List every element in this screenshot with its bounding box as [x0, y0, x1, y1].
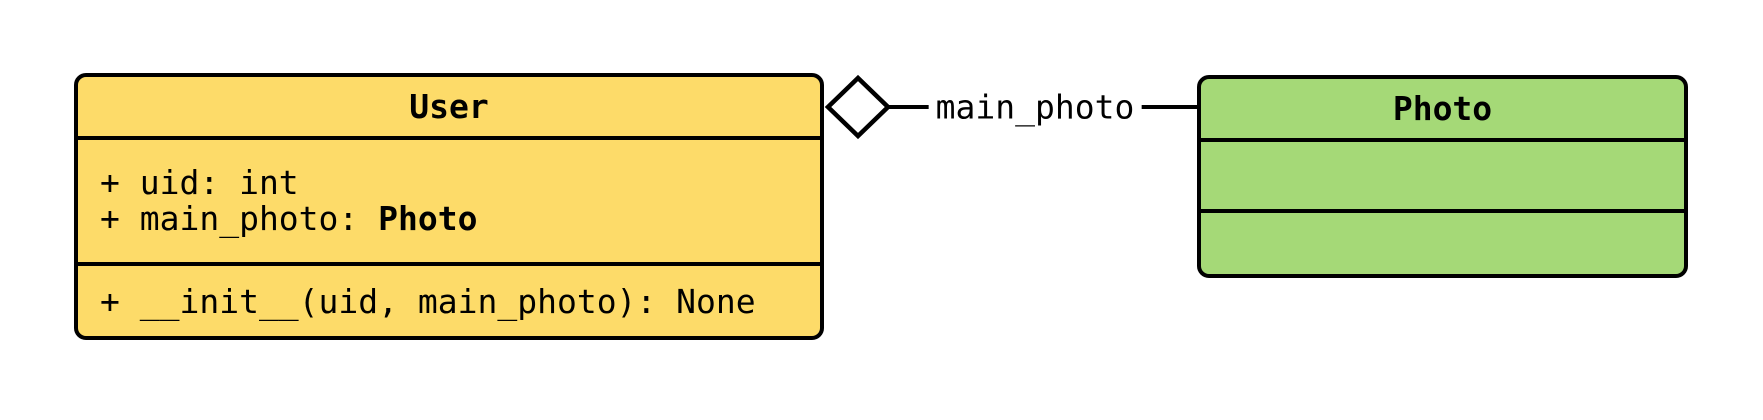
- relationship-label[interactable]: main_photo: [928, 87, 1142, 127]
- class-node-user[interactable]: User + uid: int + main_photo: Photo + __…: [74, 73, 824, 340]
- class-node-photo[interactable]: Photo: [1197, 75, 1688, 278]
- class-title-user: User: [409, 87, 489, 126]
- user-methods-compartment: + __init__(uid, main_photo): None: [78, 266, 820, 336]
- aggregation-diamond-icon[interactable]: [824, 74, 892, 140]
- class-header-user: User: [78, 77, 820, 140]
- photo-attributes-compartment: [1201, 142, 1684, 213]
- attribute-main-photo-prefix: + main_photo:: [100, 199, 379, 238]
- attribute-uid: + uid: int: [100, 163, 299, 202]
- attribute-main-photo: + main_photo: Photo: [100, 201, 820, 237]
- user-attributes-compartment: + uid: int + main_photo: Photo: [78, 140, 820, 266]
- attribute-main-photo-type: Photo: [378, 199, 478, 238]
- method-init: + __init__(uid, main_photo): None: [100, 281, 756, 321]
- photo-methods-compartment: [1201, 213, 1684, 274]
- class-header-photo: Photo: [1201, 79, 1684, 142]
- class-title-photo: Photo: [1392, 89, 1493, 128]
